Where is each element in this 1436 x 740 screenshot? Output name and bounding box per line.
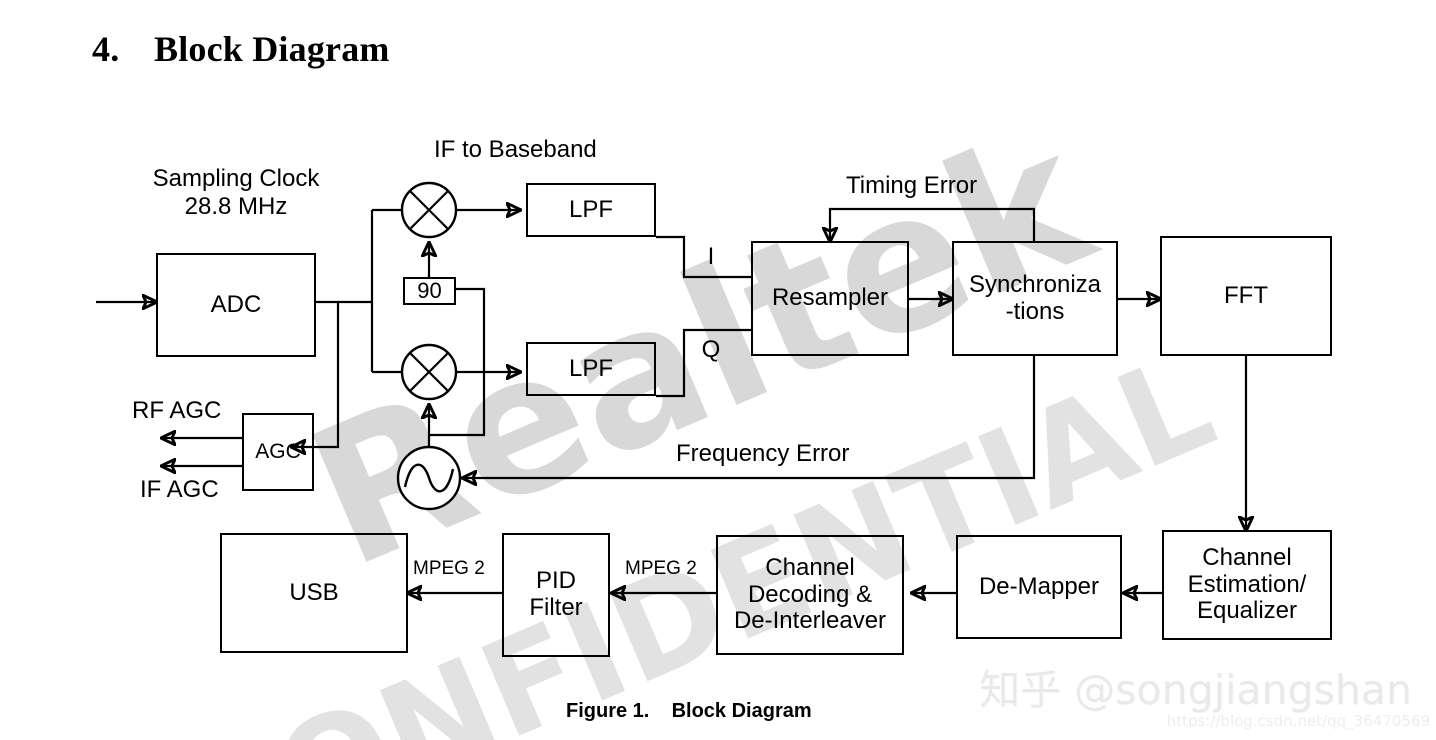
figure-caption-title: Block Diagram — [671, 700, 812, 722]
block-lpf-i[interactable]: LPF — [526, 183, 656, 237]
block-channel-decoding-de-interleaver[interactable]: Channel Decoding & De-Interleaver — [716, 535, 904, 655]
label-q-path: Q — [701, 336, 721, 363]
block-de-mapper[interactable]: De-Mapper — [956, 535, 1122, 639]
wire-lpf-q-to-resampler — [656, 328, 751, 398]
block-resampler[interactable]: Resampler — [751, 241, 909, 356]
block-lpf-q[interactable]: LPF — [526, 342, 656, 396]
label-if-agc: IF AGC — [140, 476, 219, 503]
block-adc[interactable]: ADC — [156, 253, 316, 357]
wire-adc-to-agc — [292, 302, 340, 447]
nco-sine-glyph — [403, 463, 455, 493]
block-usb[interactable]: USB — [220, 533, 408, 653]
label-mpeg2-pid-to-usb: MPEG 2 — [413, 558, 485, 579]
block-channel-estimation-equalizer[interactable]: Channel Estimation/ Equalizer — [1162, 530, 1332, 640]
wire-nco-to-phase-shifter — [429, 287, 486, 437]
label-i-path: I — [707, 243, 715, 270]
label-timing-error: Timing Error — [846, 172, 978, 199]
label-sampling-clock: Sampling Clock 28.8 MHz — [152, 165, 320, 220]
label-rf-agc: RF AGC — [132, 397, 222, 424]
wire-timing-error — [830, 207, 1036, 241]
section-heading: 4. Block Diagram — [92, 28, 390, 70]
block-synchronizations[interactable]: Synchroniza -tions — [952, 241, 1118, 356]
wire-lpf-i-to-resampler — [656, 235, 751, 279]
block-agc[interactable]: AGC — [242, 413, 314, 491]
mixer-i-cross-b — [409, 190, 449, 230]
section-title: Block Diagram — [154, 29, 390, 69]
label-mpeg2-decoder-to-pid: MPEG 2 — [625, 558, 697, 579]
figure-caption-label: Figure 1. — [566, 700, 650, 722]
block-phase-shifter-90[interactable]: 90 — [403, 277, 456, 305]
wire-frequency-error — [463, 356, 1036, 478]
section-number: 4. — [92, 29, 120, 69]
block-pid-filter[interactable]: PID Filter — [502, 533, 610, 657]
label-if-to-baseband: IF to Baseband — [434, 136, 597, 163]
block-fft[interactable]: FFT — [1160, 236, 1332, 356]
mixer-q-cross-b — [409, 352, 449, 392]
figure-caption: Figure 1. Block Diagram — [566, 700, 812, 723]
label-frequency-error: Frequency Error — [676, 440, 850, 467]
